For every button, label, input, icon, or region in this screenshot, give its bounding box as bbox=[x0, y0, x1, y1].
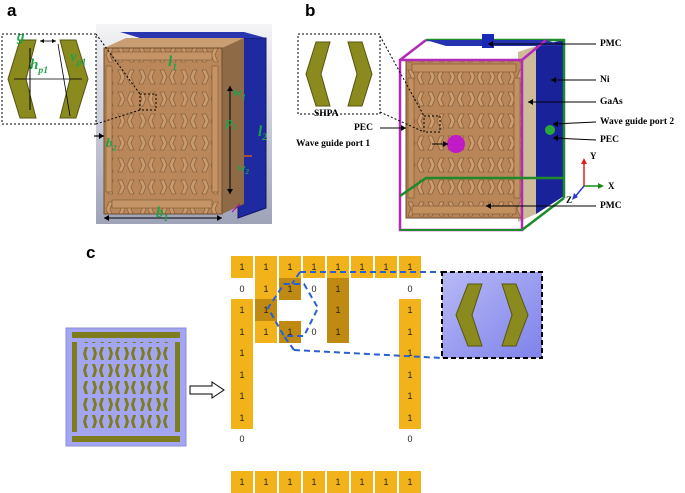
unit-cell-inset bbox=[441, 271, 543, 359]
param-vp1-main: v bbox=[70, 49, 77, 65]
grid-cell: 1 bbox=[303, 256, 325, 278]
grid-cell: 1 bbox=[231, 342, 253, 364]
arrow-icon bbox=[189, 381, 225, 399]
axis-y-label: Y bbox=[590, 151, 597, 161]
label-pmc-top: PMC bbox=[600, 39, 622, 49]
grid-cell: 1 bbox=[231, 363, 253, 386]
grid-cell: 1 bbox=[327, 320, 349, 343]
label-wave-guide-port-1: Wave guide port 1 bbox=[296, 139, 371, 149]
param-b1-sub: 1 bbox=[163, 213, 169, 224]
grid-cell: 0 bbox=[311, 283, 317, 294]
param-w2-main: w bbox=[238, 162, 246, 174]
param-p1-main: p bbox=[226, 114, 233, 129]
grid-cell: 1 bbox=[231, 320, 253, 343]
label-ni: Ni bbox=[600, 75, 610, 85]
param-vp1-sub: p1 bbox=[76, 57, 87, 68]
param-w1-main: w bbox=[233, 84, 242, 99]
grid-cell: 1 bbox=[399, 406, 421, 429]
label-shpa: SHPA bbox=[314, 109, 339, 119]
panel-a: g hp1 vp1 l1 l2 w1 w2 p1 b1 b2 bbox=[0, 0, 280, 230]
param-w1: w1 bbox=[233, 85, 246, 101]
axis-z-label: Z bbox=[566, 195, 573, 205]
axis-x-label: X bbox=[608, 181, 615, 191]
panel-label-b: b bbox=[305, 1, 316, 20]
zoom-overlay bbox=[266, 271, 443, 359]
param-l2: l2 bbox=[258, 125, 267, 143]
grid-cell: 1 bbox=[279, 256, 301, 278]
grid-cell: 1 bbox=[399, 342, 421, 364]
grid-cell: 0 bbox=[311, 326, 317, 337]
param-b1-main: b bbox=[156, 205, 164, 221]
param-hp1-main: h bbox=[30, 57, 39, 73]
label-wave-guide-port-2: Wave guide port 2 bbox=[600, 117, 675, 127]
grid-cell: 0 bbox=[407, 434, 413, 444]
grid-cell: 0 bbox=[239, 283, 245, 294]
label-gaas: GaAs bbox=[600, 97, 623, 107]
param-l2-main: l bbox=[258, 124, 263, 140]
grid-cell: 0 bbox=[407, 283, 413, 294]
panel-b: PMC Ni GaAs Wave guide port 2 PEC SHPA P… bbox=[296, 0, 685, 240]
grid-cell: 1 bbox=[399, 363, 421, 386]
grid-cell: 1 bbox=[279, 320, 301, 343]
metasurface-thumbnail bbox=[65, 327, 187, 447]
grid-cell: 1 bbox=[327, 299, 349, 321]
grid-cell: 0 bbox=[239, 434, 245, 444]
param-l1-sub: 1 bbox=[172, 62, 178, 73]
panel-b-rendering bbox=[297, 33, 604, 232]
param-l2-sub: 2 bbox=[262, 132, 268, 143]
param-b1: b1 bbox=[156, 206, 168, 224]
panel-label-a: a bbox=[7, 1, 17, 20]
panel-label-c: c bbox=[86, 243, 96, 262]
grid-cell: 1 bbox=[255, 277, 277, 300]
grid-cell: 1 bbox=[351, 256, 373, 278]
label-pec-right: PEC bbox=[600, 135, 619, 145]
grid-cell: 1 bbox=[231, 256, 253, 278]
grid-cell: 1 bbox=[399, 320, 421, 343]
param-w1-sub: 1 bbox=[241, 91, 246, 102]
grid-cell: 1 bbox=[327, 277, 349, 300]
param-w2: w2 bbox=[238, 163, 249, 176]
param-b2: b2 bbox=[106, 136, 117, 152]
param-vp1: vp1 bbox=[70, 50, 86, 68]
param-w2-sub: 2 bbox=[245, 168, 249, 177]
label-pec-left: PEC bbox=[354, 123, 373, 133]
param-g: g bbox=[17, 29, 25, 45]
param-p1-sub: 1 bbox=[232, 121, 237, 132]
grid-cell: 1 bbox=[399, 299, 421, 321]
param-p1: p1 bbox=[226, 115, 237, 131]
grid-cell: 1 bbox=[399, 385, 421, 407]
param-b2-sub: 2 bbox=[112, 142, 117, 153]
grid-cell: 1 bbox=[231, 385, 253, 407]
param-hp1-sub: p1 bbox=[38, 65, 49, 76]
panel-a-rendering bbox=[1, 24, 272, 224]
param-b2-main: b bbox=[106, 135, 113, 150]
label-pmc-bottom: PMC bbox=[600, 201, 622, 211]
param-hp1: hp1 bbox=[30, 58, 48, 76]
param-l1: l1 bbox=[168, 55, 177, 73]
grid-cell: 1 bbox=[231, 299, 253, 321]
grid-cell: 1 bbox=[231, 406, 253, 429]
grid-cell: 1 bbox=[255, 256, 277, 278]
param-l1-main: l bbox=[168, 54, 173, 70]
grid-cell: 1 bbox=[255, 320, 277, 343]
